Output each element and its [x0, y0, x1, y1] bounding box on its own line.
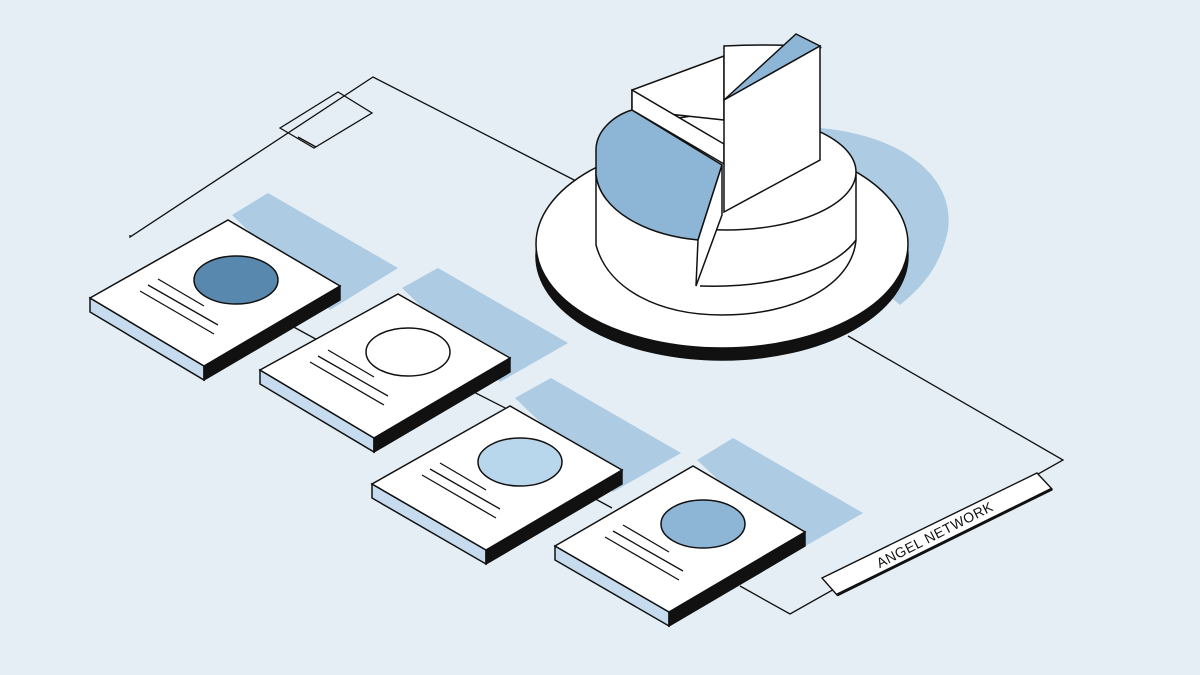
avatar-circle [365, 327, 451, 377]
avatar-circle [193, 255, 279, 305]
card-shadow [697, 438, 863, 552]
card-1 [88, 193, 398, 382]
card-3 [370, 378, 681, 566]
tag-edge [836, 487, 1053, 597]
card-shadow [232, 193, 398, 310]
connector-line-top [129, 76, 581, 239]
card-stack [88, 193, 863, 628]
pie-slice-blue [595, 109, 723, 241]
avatar-circle [477, 437, 563, 487]
pie-chart-platter [535, 33, 949, 361]
card-4 [553, 438, 863, 628]
text-lines [139, 278, 219, 335]
angel-network-tag: ANGEL NETWORK [820, 472, 1054, 597]
pie-slice-large-rim [699, 239, 857, 287]
pie-slice-front-face [695, 164, 723, 287]
pie-slice-raised-face [723, 44, 821, 214]
text-lines [309, 349, 389, 406]
tag-label: ANGEL NETWORK [874, 498, 996, 571]
avatar-circle [660, 499, 746, 549]
card-shadow [515, 378, 681, 492]
card-shadow [402, 268, 568, 382]
card-2 [258, 268, 568, 454]
text-lines [604, 524, 684, 581]
text-lines [421, 462, 501, 519]
floating-rhombus-frame [278, 91, 374, 149]
